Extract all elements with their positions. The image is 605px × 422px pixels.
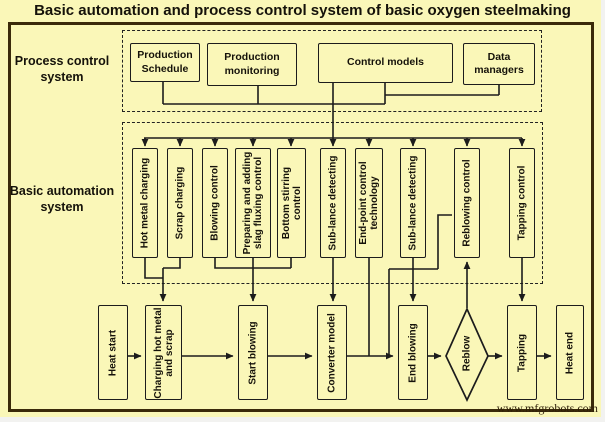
heat-start-label: Heat start	[107, 329, 119, 376]
heat-end-label: Heat end	[564, 331, 576, 374]
box-tapping-control: Tapping control	[509, 148, 535, 258]
tapping-control-label: Tapping control	[516, 165, 528, 241]
box-tapping: Tapping	[507, 305, 537, 400]
reblowing-control-label: Reblowing control	[461, 159, 473, 247]
box-bottom-stirring-control: Bottom stirring control	[277, 148, 306, 258]
control-models-label: Control models	[346, 56, 424, 69]
box-charging-hot-metal-and-scrap: Charging hot metal and scrap	[145, 305, 182, 400]
preparing-slag-fluxing-control-label: Preparing and adding slag fluxing contro…	[241, 151, 264, 255]
bottom-stirring-control-label: Bottom stirring control	[280, 166, 303, 240]
box-control-models: Control models	[318, 43, 453, 83]
right-margin	[601, 0, 605, 422]
production-monitoring-label: Production monitoring	[224, 51, 280, 77]
outer-frame	[8, 22, 594, 412]
basic-automation-system-label: Basic automation system	[9, 184, 115, 214]
box-reblowing-control: Reblowing control	[454, 148, 480, 258]
converter-model-label: Converter model	[326, 312, 338, 393]
box-data-managers: Data managers	[463, 43, 535, 85]
box-end-blowing: End blowing	[398, 305, 428, 400]
box-hot-metal-charging: Hot metal charging	[132, 148, 158, 258]
process-control-dashed-box	[122, 30, 542, 112]
box-heat-start: Heat start	[98, 305, 128, 400]
end-blowing-label: End blowing	[407, 322, 419, 383]
box-production-monitoring: Production monitoring	[207, 43, 297, 86]
production-schedule-label: Production Schedule	[137, 49, 193, 75]
sub-lance-detecting-2-label: Sub-lance detecting	[407, 155, 419, 251]
box-end-point-control-technology: End-point control technology	[355, 148, 383, 258]
process-control-system-label: Process control system	[14, 54, 110, 84]
sub-lance-detecting-1-label: Sub-lance detecting	[327, 155, 339, 251]
hot-metal-charging-label: Hot metal charging	[139, 157, 151, 249]
box-sub-lance-detecting-1: Sub-lance detecting	[320, 148, 346, 258]
box-sub-lance-detecting-2: Sub-lance detecting	[400, 148, 426, 258]
diagram-title: Basic automation and process control sys…	[34, 2, 571, 19]
tapping-label: Tapping	[516, 333, 528, 372]
box-scrap-charging: Scrap charging	[167, 148, 193, 258]
box-converter-model: Converter model	[317, 305, 347, 400]
data-managers-label: Data managers	[474, 50, 524, 76]
charging-hot-metal-and-scrap-label: Charging hot metal and scrap	[152, 306, 175, 399]
box-blowing-control: Blowing control	[202, 148, 228, 258]
watermark: www.mfgrobots.com	[496, 401, 598, 415]
start-blowing-label: Start blowing	[247, 320, 259, 385]
box-production-schedule: Production Schedule	[130, 43, 200, 82]
end-point-control-technology-label: End-point control technology	[357, 161, 380, 245]
reblow-label: Reblow	[461, 335, 473, 372]
scrap-charging-label: Scrap charging	[174, 166, 186, 240]
box-heat-end: Heat end	[556, 305, 584, 400]
box-preparing-slag-fluxing-control: Preparing and adding slag fluxing contro…	[235, 148, 271, 258]
bottom-margin	[0, 417, 605, 422]
blowing-control-label: Blowing control	[209, 165, 221, 241]
box-start-blowing: Start blowing	[238, 305, 268, 400]
